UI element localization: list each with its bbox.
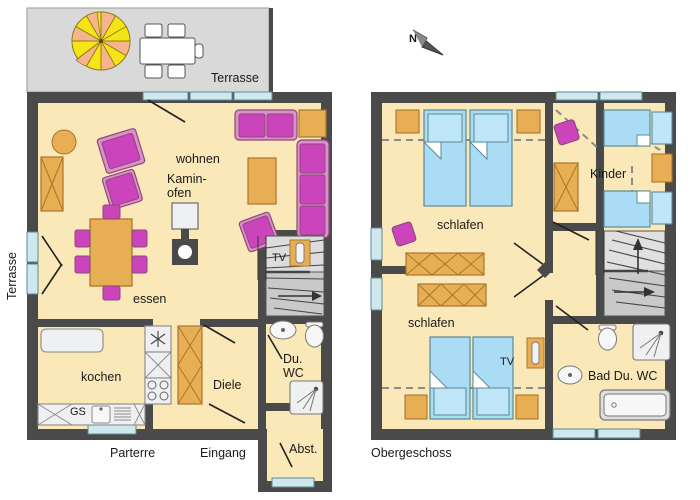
floor-label-parterre: Parterre <box>110 446 155 460</box>
toilet-icon <box>598 324 617 351</box>
lamp-icon <box>51 129 77 155</box>
staircase-icon <box>595 230 666 317</box>
washbasin-icon <box>269 320 297 340</box>
bed-icon <box>429 336 514 420</box>
bathtub-icon <box>599 389 671 421</box>
railing-icon <box>257 236 267 280</box>
sofa-icon <box>234 109 330 239</box>
label-tv-parterre: TV <box>272 252 287 264</box>
sink-icon <box>91 403 146 426</box>
room-label-bad-du-wc: Bad Du. WC <box>588 369 657 383</box>
dining-table-icon <box>89 218 133 287</box>
room-label-duwc-line1: Du. <box>283 352 302 366</box>
umbrella-icon <box>71 11 131 71</box>
room-label-eingang: Eingang <box>200 446 246 460</box>
ground-floor-plan: Terrasse <box>5 7 332 492</box>
desk-icon <box>651 111 673 225</box>
shower-icon <box>289 380 324 415</box>
wall-node <box>537 262 553 278</box>
room-label-kochen: kochen <box>81 370 121 384</box>
room-label-kinder: Kinder <box>590 167 626 181</box>
north-arrow-icon: N <box>409 29 444 56</box>
label-tv-og: TV <box>500 356 515 368</box>
dining-chair-icon <box>74 204 148 301</box>
room-label-terrasse-top: Terrasse <box>211 71 259 85</box>
room-label-schlafen-2: schlafen <box>408 316 455 330</box>
window-icon <box>26 91 315 488</box>
room-label-kaminofen-line2: ofen <box>167 186 191 200</box>
door-swing-icon <box>513 221 590 331</box>
wardrobe-icon <box>553 162 579 212</box>
shower-icon <box>632 323 671 361</box>
room-label-diele: Diele <box>213 378 242 392</box>
wood-stove-icon <box>171 202 199 265</box>
door-swing-icon <box>203 324 293 468</box>
terrace-chair-icon <box>144 23 186 79</box>
terrace-table-icon <box>139 37 204 65</box>
chair-icon <box>553 119 580 146</box>
room-label-schlafen-1: schlafen <box>437 218 484 232</box>
room-label-wohnen: wohnen <box>175 152 220 166</box>
wardrobe-icon <box>405 252 487 307</box>
tv-icon <box>289 239 311 267</box>
room-label-kaminofen-line1: Kamin- <box>167 172 207 186</box>
tv-icon <box>526 337 545 369</box>
room-label-duwc-line2: WC <box>283 366 304 380</box>
north-arrow-label: N <box>409 33 417 45</box>
bed-icon <box>603 109 651 228</box>
chair-icon <box>391 221 417 247</box>
armchair-icon <box>96 128 146 210</box>
wardrobe-icon <box>177 325 203 405</box>
floor-label-obergeschoss: Obergeschoss <box>371 446 452 460</box>
room-label-abst: Abst. <box>289 442 318 456</box>
nightstand-icon <box>395 109 541 134</box>
cupboard-icon <box>144 351 172 379</box>
fridge-icon <box>144 325 172 353</box>
door-swing-icon <box>41 99 186 295</box>
washbasin-icon <box>557 365 583 385</box>
window-icon <box>370 91 643 439</box>
room-label-essen: essen <box>133 292 166 306</box>
upper-floor-plan: N <box>370 29 676 460</box>
cabinet-icon <box>40 156 64 212</box>
room-label-terrasse-left: Terrasse <box>5 252 19 300</box>
stove-icon <box>144 377 172 405</box>
toilet-icon <box>305 321 324 348</box>
side-table-icon <box>247 109 327 205</box>
label-gs-dishwasher: GS <box>70 406 86 418</box>
nightstand-icon <box>404 394 539 420</box>
bed-icon <box>422 109 513 207</box>
